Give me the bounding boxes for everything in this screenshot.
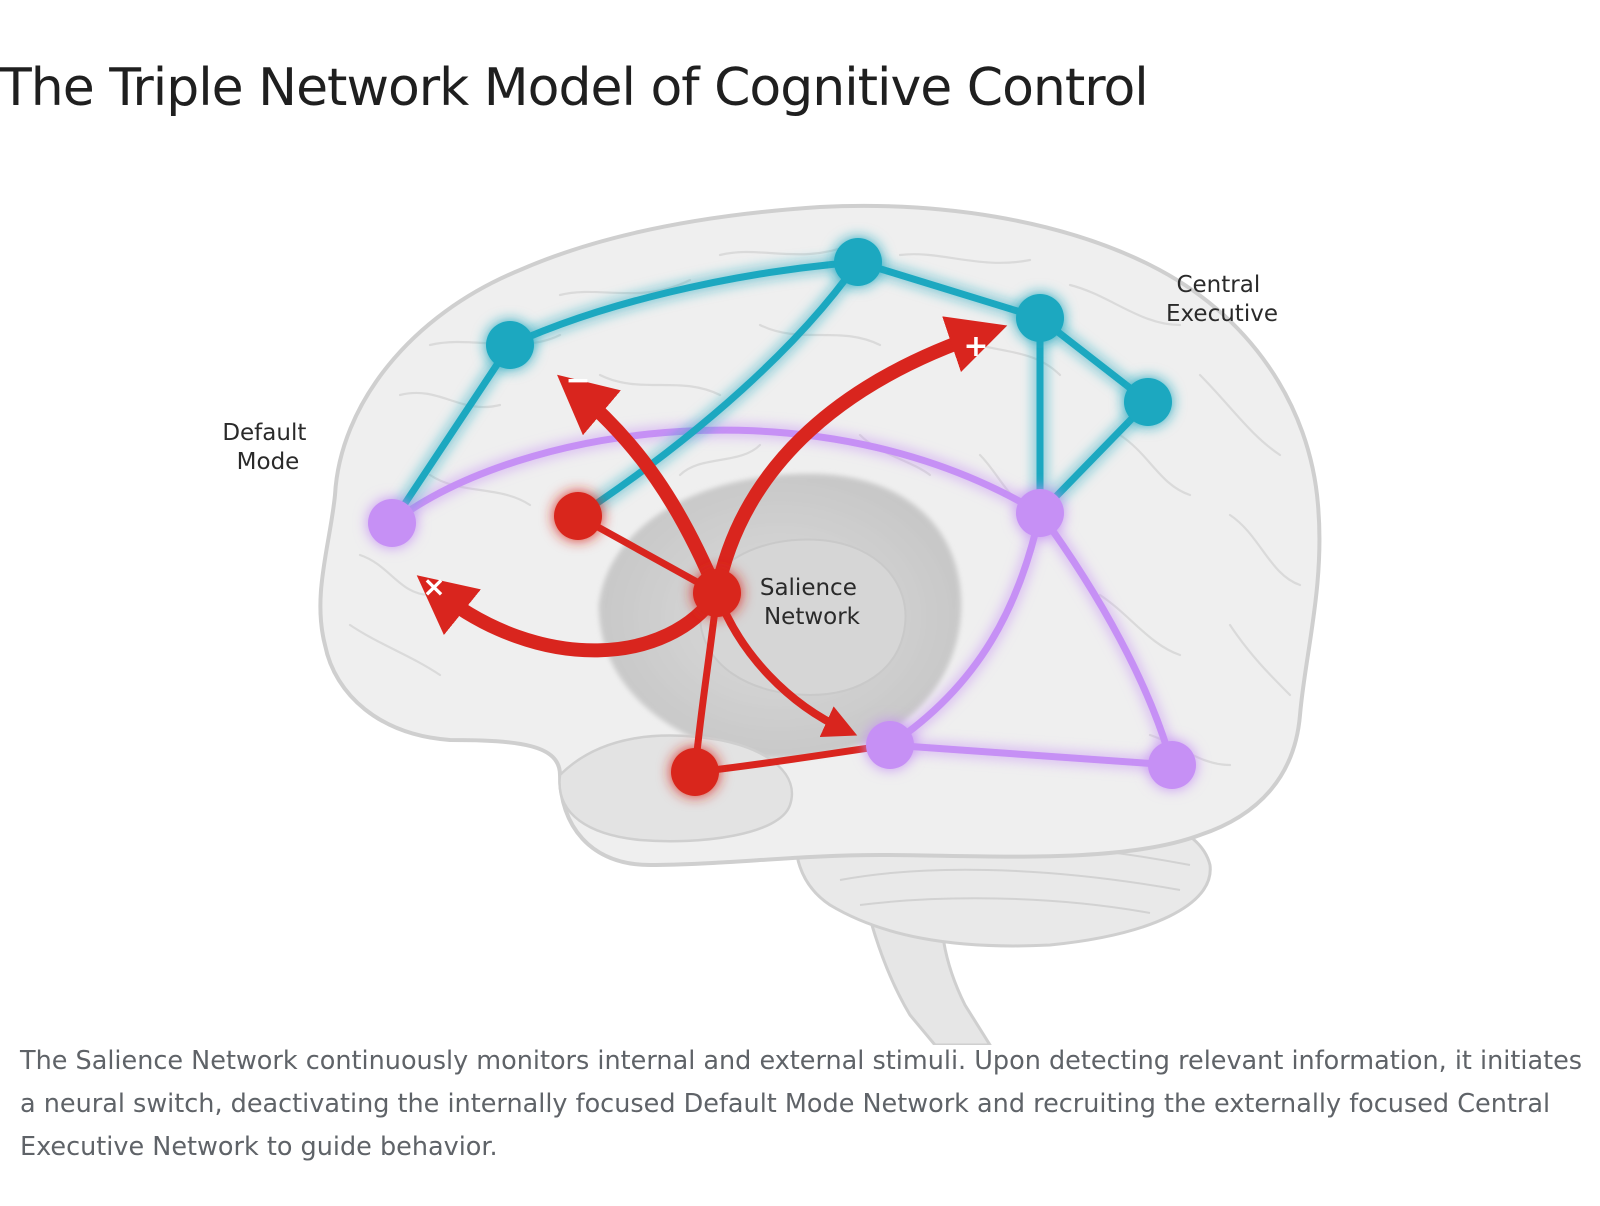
salience-node xyxy=(671,748,719,796)
arrow-inhibit-dmn xyxy=(557,374,724,600)
central-executive-edges xyxy=(388,258,1152,527)
diagram-canvas: − + × Default Mode Central xyxy=(222,203,1322,1045)
dmn-node xyxy=(368,499,416,547)
default-mode-label-line1: Default xyxy=(222,420,306,446)
cen-node xyxy=(1124,378,1172,426)
page-title: The Triple Network Model of Cognitive Co… xyxy=(0,58,1149,118)
central-executive-label-line2: Executive xyxy=(1166,301,1278,327)
central-executive-nodes xyxy=(486,238,1172,426)
central-executive-label-line1: Central xyxy=(1176,272,1260,298)
default-mode-edges xyxy=(388,426,1176,769)
arrow-excite-cen xyxy=(710,316,1008,600)
temporal-lobe xyxy=(558,734,794,843)
dmn-node xyxy=(1016,489,1064,537)
default-mode-label-line2: Mode xyxy=(237,449,300,475)
salience-network-label-line2: Network xyxy=(764,604,861,630)
salience-network-label: Salience Network xyxy=(760,575,864,630)
arrow-to-temporal xyxy=(713,589,858,737)
cen-node xyxy=(1016,294,1064,342)
figure-caption: The Salience Network continuously monito… xyxy=(20,1046,1583,1162)
salience-node xyxy=(554,492,602,540)
salience-network-label-line1: Salience xyxy=(760,575,857,601)
cen-node xyxy=(486,321,534,369)
central-executive-label: Central Executive xyxy=(1166,272,1278,327)
dmn-node xyxy=(866,721,914,769)
inhibit-sign: − xyxy=(565,363,590,398)
cen-node xyxy=(834,238,882,286)
default-mode-label: Default Mode xyxy=(222,420,313,475)
salience-nodes xyxy=(554,492,741,796)
salience-hub-node xyxy=(693,569,741,617)
default-mode-nodes xyxy=(368,489,1196,789)
deactivate-sign: × xyxy=(422,570,445,603)
salience-arrows xyxy=(416,316,1008,737)
arrow-deactivate-dmn xyxy=(416,575,724,658)
excite-sign: + xyxy=(963,329,988,364)
brain-network-diagram: − + × Default Mode Central xyxy=(0,175,1600,1045)
dmn-node xyxy=(1148,741,1196,789)
